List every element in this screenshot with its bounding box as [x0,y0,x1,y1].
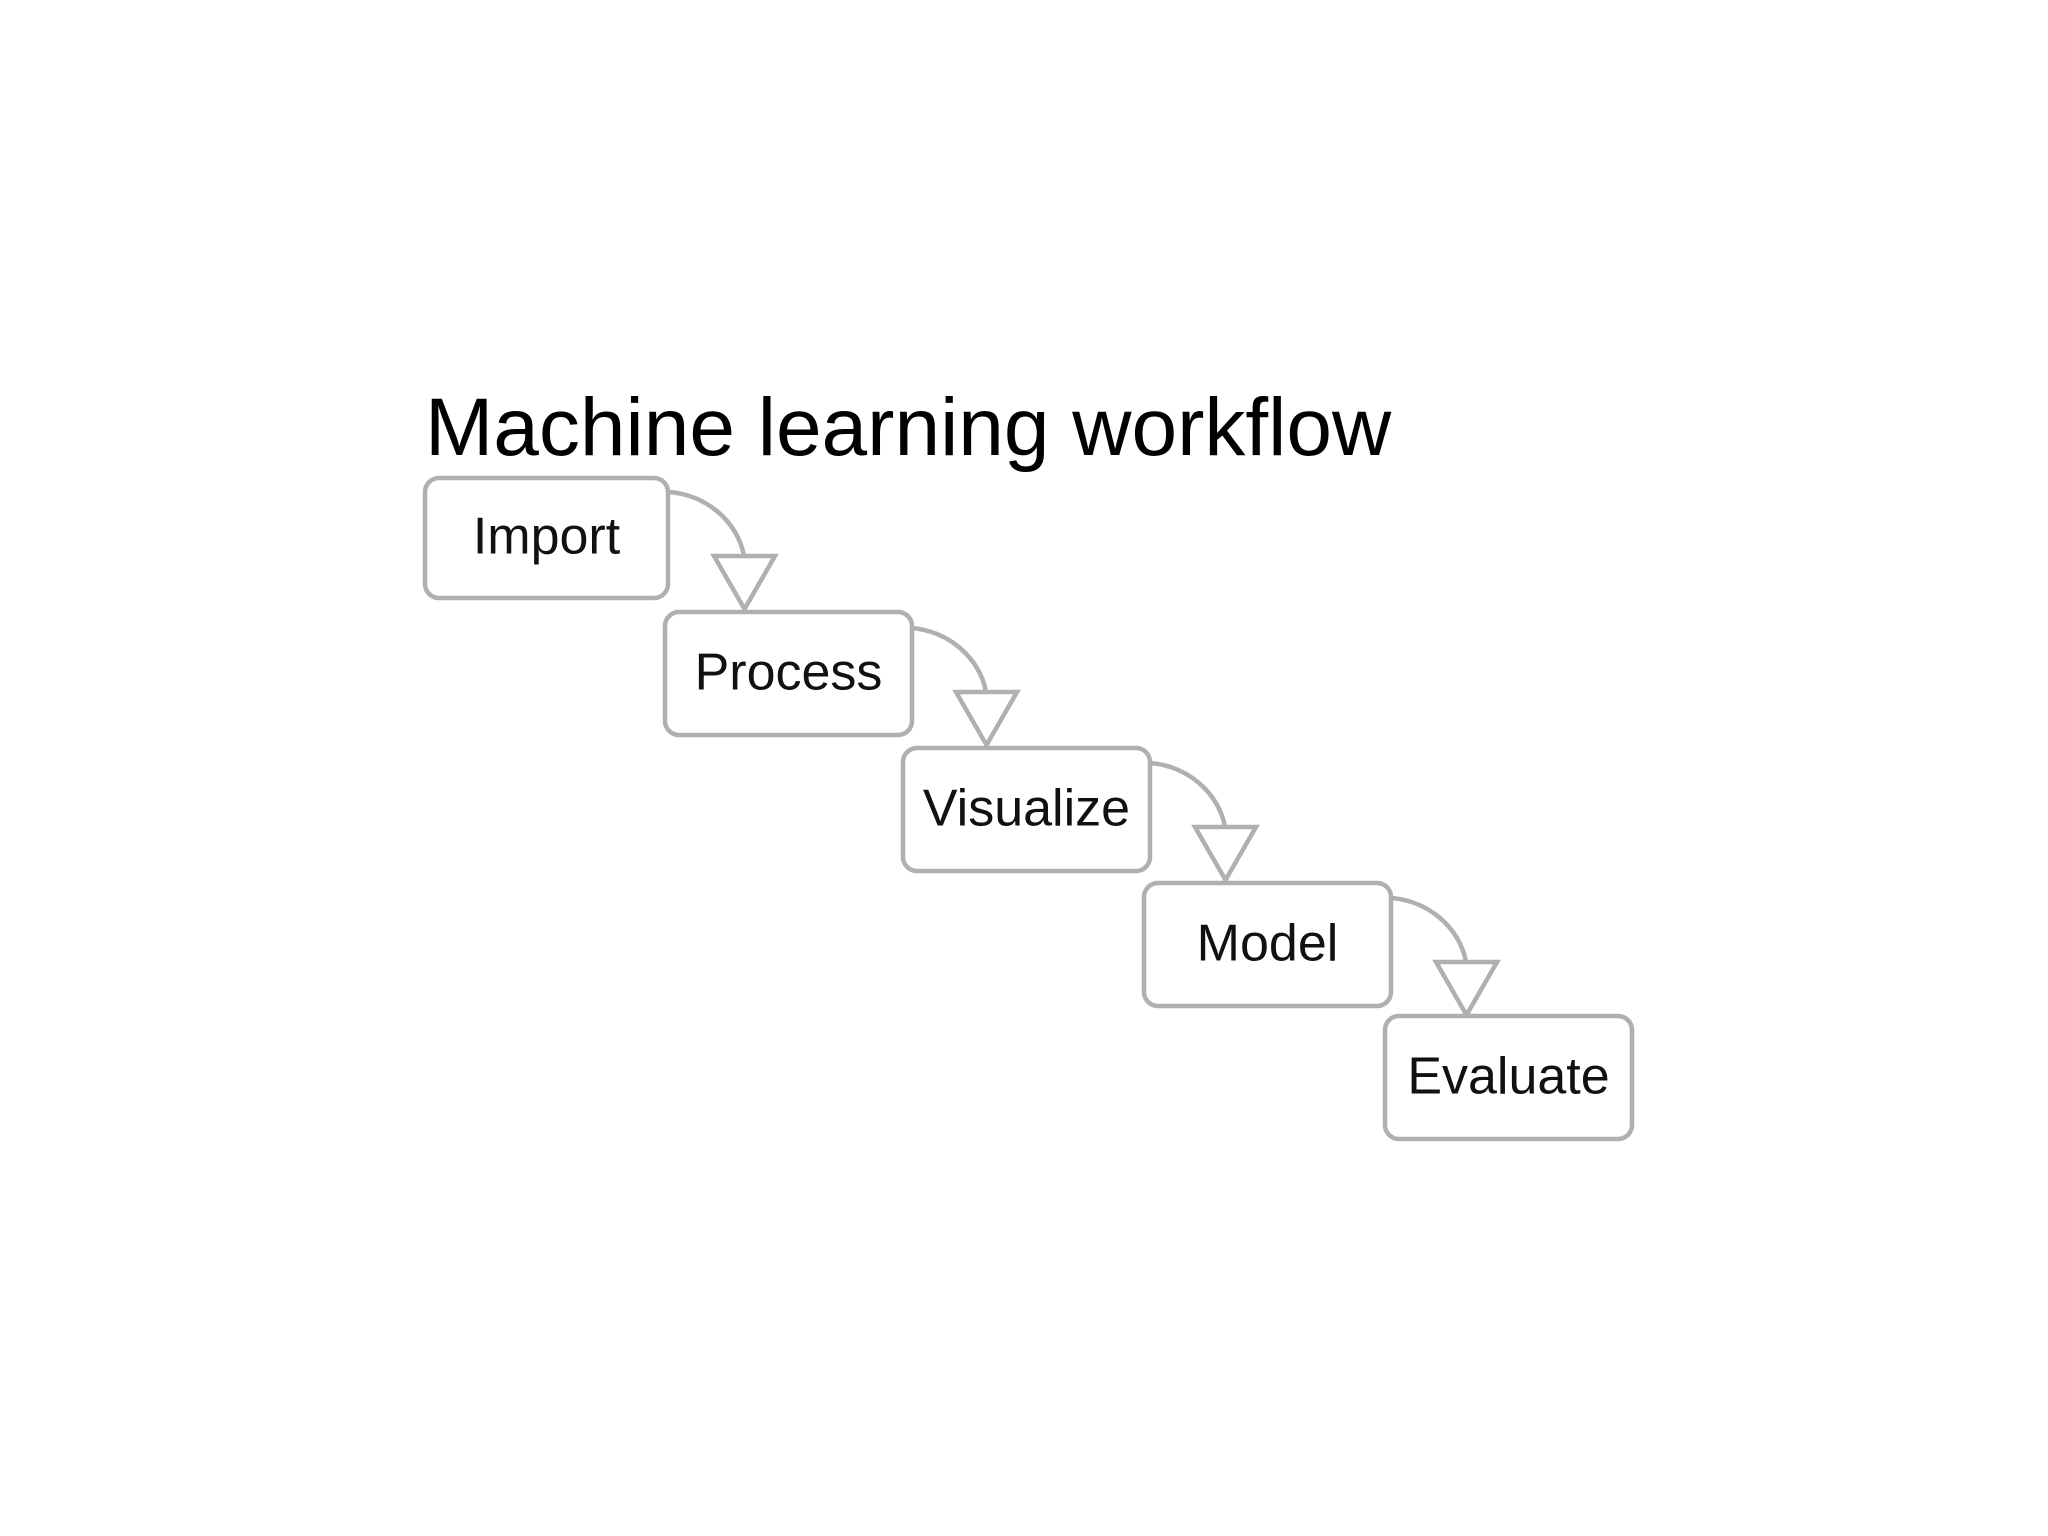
node-label: Visualize [923,780,1130,838]
arrowhead-icon [710,553,779,614]
edge-process-to-visualize [909,625,1021,750]
node-box[interactable] [1141,880,1394,1009]
node-process[interactable]: Process [662,609,915,738]
edge-curve [1148,760,1228,828]
node-evaluate[interactable]: Evaluate [1382,1013,1635,1142]
arrowhead-icon [1191,824,1260,885]
node-label: Model [1197,915,1339,973]
edge-curve [667,489,747,557]
edge-model-to-evaluate [1389,895,1501,1020]
node-import[interactable]: Import [422,475,671,601]
arrowhead-icon [1432,959,1501,1020]
page-title: Machine learning workflow [425,382,1392,473]
arrowhead-icon [952,689,1021,750]
node-box[interactable] [422,475,671,601]
node-label: Process [695,644,883,702]
node-box[interactable] [1382,1013,1635,1142]
node-model[interactable]: Model [1141,880,1394,1009]
node-label: Evaluate [1407,1048,1609,1106]
edge-visualize-to-model [1148,760,1260,885]
edge-import-to-process [667,489,779,614]
edge-curve [1389,895,1469,963]
edge-curve [909,625,989,693]
node-box[interactable] [662,609,915,738]
node-label: Import [473,508,621,566]
node-box[interactable] [900,745,1153,874]
node-visualize[interactable]: Visualize [900,745,1153,874]
